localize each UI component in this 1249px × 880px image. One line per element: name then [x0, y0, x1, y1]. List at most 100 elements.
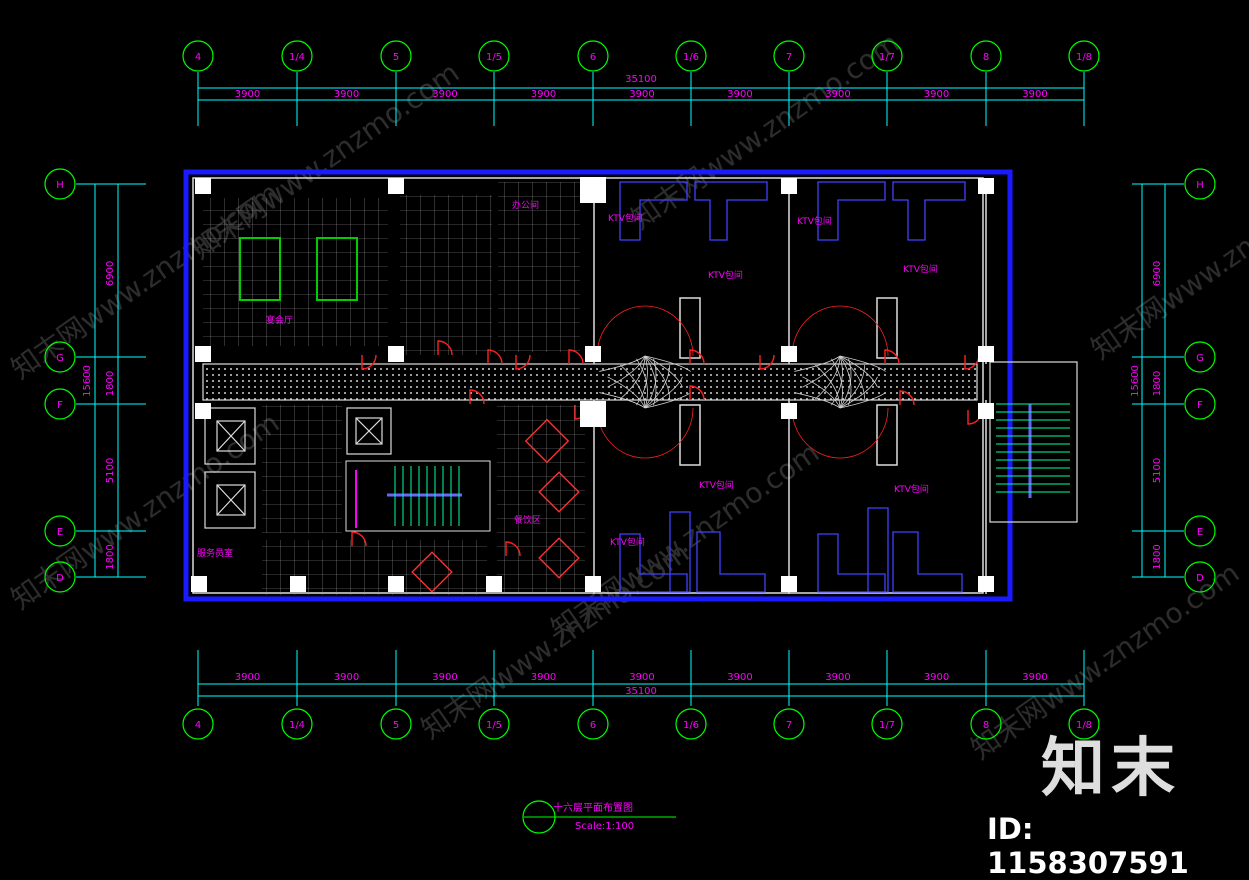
- row-bubble-left: [44, 515, 76, 547]
- axis-label-bottom: 6: [590, 720, 596, 731]
- row-label-right: E: [1197, 527, 1203, 538]
- bay-dimension-bottom: 3900: [629, 672, 654, 683]
- row-label-right: F: [1197, 400, 1203, 411]
- bay-dimension-bottom: 3900: [334, 672, 359, 683]
- bay-dimension-top: 3900: [629, 89, 654, 100]
- axis-bubble-bottom: [871, 708, 903, 740]
- row-bubble-right: [1184, 341, 1216, 373]
- column: [585, 576, 601, 592]
- bay-dimension-top: 3900: [531, 89, 556, 100]
- watermark-text: 知末网www.znzmo.com: [625, 26, 905, 236]
- row-dimension-right: 6900: [1152, 261, 1163, 286]
- drawing-title: 十六层平面布置图: [553, 801, 633, 814]
- fan-ray: [831, 358, 843, 409]
- axis-bubble-top: [281, 40, 313, 72]
- column: [978, 576, 994, 592]
- column: [781, 346, 797, 362]
- axis-bubble-top: [970, 40, 1002, 72]
- row-label-left: H: [56, 180, 64, 191]
- column: [781, 403, 797, 419]
- door-swing: [505, 541, 521, 557]
- fan-ray: [644, 358, 657, 409]
- bay-dimension-bottom: 3900: [1022, 672, 1047, 683]
- fan-arc: [596, 407, 694, 459]
- row-label-right: D: [1196, 573, 1204, 584]
- axis-label-bottom: 1/5: [486, 720, 502, 731]
- axis-bubble-top: [380, 40, 412, 72]
- fan-ray: [839, 355, 878, 388]
- axis-label-top: 1/8: [1076, 52, 1092, 63]
- door-swing: [689, 385, 705, 401]
- label-banquet: 宴会厅: [266, 314, 293, 326]
- bay-dimension-top: 3900: [727, 89, 752, 100]
- column: [195, 178, 211, 194]
- axis-label-bottom: 1/8: [1076, 720, 1092, 731]
- door-swing: [759, 354, 775, 370]
- fan-ray: [815, 355, 841, 400]
- axis-bubble-bottom: [773, 708, 805, 740]
- row-bubble-right: [1184, 168, 1216, 200]
- axis-label-top: 6: [590, 52, 596, 63]
- label-ktv-6: KTV包间: [610, 536, 645, 548]
- axis-label-top: 1/7: [879, 52, 895, 63]
- fan-ray: [839, 365, 866, 409]
- column: [978, 178, 994, 194]
- total-depth-left: 15600: [82, 365, 93, 397]
- watermark-brand: 知末 ID: 1158307591: [987, 732, 1227, 880]
- axis-label-top: 1/5: [486, 52, 502, 63]
- axis-layer: [76, 72, 1184, 706]
- dimension-layer: 441/41/4551/51/5661/61/6771/71/7881/81/8…: [44, 40, 1216, 740]
- column: [191, 576, 207, 592]
- axis-bubble-top: [182, 40, 214, 72]
- fan-ray: [839, 392, 886, 409]
- row-bubble-left: [44, 341, 76, 373]
- stair-left: [345, 460, 491, 532]
- door-swing: [899, 390, 915, 406]
- axis-label-top: 1/6: [683, 52, 699, 63]
- row-bubble-right: [1184, 388, 1216, 420]
- axis-label-bottom: 7: [786, 720, 792, 731]
- fan-arc: [596, 305, 694, 357]
- column: [388, 576, 404, 592]
- door-swing: [487, 349, 503, 365]
- door-swing: [884, 349, 900, 365]
- fan-ray: [599, 355, 646, 372]
- axis-bubble-top: [773, 40, 805, 72]
- dining-tables: [411, 418, 580, 593]
- fan-ray: [831, 355, 843, 406]
- axis-label-bottom: 1/7: [879, 720, 895, 731]
- bay-dimension-bottom: 3900: [924, 672, 949, 683]
- row-bubble-right: [1184, 515, 1216, 547]
- label-ktv-3: KTV包间: [797, 215, 832, 227]
- row-label-right: H: [1196, 180, 1204, 191]
- axis-label-top: 4: [195, 52, 201, 63]
- column: [978, 403, 994, 419]
- fan-ray: [644, 355, 657, 406]
- fan-ray: [839, 376, 878, 409]
- row-bubble-left: [44, 561, 76, 593]
- column: [585, 346, 601, 362]
- axis-bubble-bottom: [577, 708, 609, 740]
- total-depth-right: 15600: [1130, 365, 1141, 397]
- bay-dimension-bottom: 3900: [432, 672, 457, 683]
- column: [781, 178, 797, 194]
- axis-label-top: 8: [983, 52, 989, 63]
- row-bubble-right: [1184, 561, 1216, 593]
- axis-label-bottom: 1/4: [289, 720, 305, 731]
- label-ktv-4: KTV包间: [903, 263, 938, 275]
- door-swing: [568, 349, 584, 365]
- bay-dimension-top: 3900: [432, 89, 457, 100]
- axis-bubble-top: [478, 40, 510, 72]
- label-office: 办公间: [512, 199, 539, 211]
- total-width-bottom: 35100: [625, 686, 657, 697]
- column: [486, 576, 502, 592]
- axis-label-top: 7: [786, 52, 792, 63]
- door-swing: [351, 531, 367, 547]
- bay-dimension-top: 3900: [334, 89, 359, 100]
- row-label-left: G: [56, 353, 64, 364]
- ktv-ceiling-features: [596, 305, 889, 459]
- column: [290, 576, 306, 592]
- column: [580, 401, 606, 427]
- row-label-left: F: [57, 400, 63, 411]
